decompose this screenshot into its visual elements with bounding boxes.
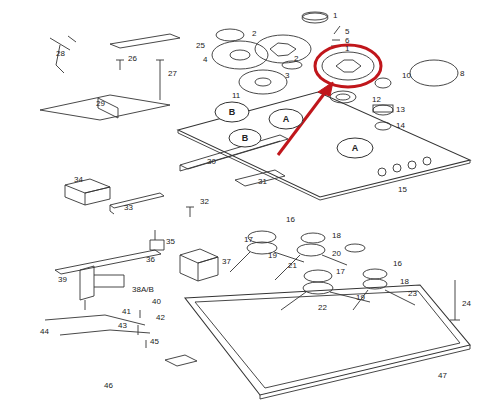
callout-number: 1 <box>333 12 337 20</box>
callout-number: 32 <box>200 198 209 206</box>
callout-number: 25 <box>196 42 205 50</box>
burner-opening: A <box>336 137 374 159</box>
burner-opening: A <box>268 108 304 130</box>
callout-number: 8 <box>460 70 464 78</box>
callout-number: 19 <box>268 252 277 260</box>
callout-number: 12 <box>372 96 381 104</box>
callout-number: 15 <box>398 186 407 194</box>
burner-letter: A <box>352 143 359 153</box>
callout-number: 28 <box>56 50 65 58</box>
callout-number: 1 <box>345 45 349 53</box>
callout-number: 29 <box>96 100 105 108</box>
callout-number: 18 <box>400 278 409 286</box>
callout-number: 22 <box>318 304 327 312</box>
callout-number: 43 <box>118 322 127 330</box>
burner-letter: B <box>242 133 249 143</box>
callout-number: 13 <box>396 106 405 114</box>
callout-number: 21 <box>288 262 297 270</box>
callout-number: 46 <box>104 382 113 390</box>
callout-number: 37 <box>222 258 231 266</box>
callout-number: 31 <box>258 178 267 186</box>
callout-number: 24 <box>462 300 471 308</box>
burner-letter: A <box>283 114 290 124</box>
callout-number: 45 <box>150 338 159 346</box>
callout-number: 47 <box>438 372 447 380</box>
callout-number: 14 <box>396 122 405 130</box>
callout-number: 33 <box>124 204 133 212</box>
callout-number: 3 <box>285 72 289 80</box>
callout-number: 27 <box>168 70 177 78</box>
callout-number: 35 <box>166 238 175 246</box>
callout-number: 5 <box>345 28 349 36</box>
callout-number: 39 <box>58 276 67 284</box>
callout-number: 44 <box>40 328 49 336</box>
callout-number: 11 <box>232 92 240 100</box>
callout-number: 41 <box>122 308 131 316</box>
burner-opening: B <box>228 128 262 148</box>
callout-number: 20 <box>332 250 341 258</box>
callout-number: 36 <box>146 256 155 264</box>
callout-number: 18 <box>332 232 341 240</box>
callout-number: 19 <box>356 294 365 302</box>
callout-number: 23 <box>408 290 417 298</box>
callout-number: 40 <box>152 298 161 306</box>
callout-number: 26 <box>128 55 137 63</box>
callout-number: 17 <box>336 268 345 276</box>
callout-number: 16 <box>393 260 402 268</box>
burner-opening: B <box>214 101 250 123</box>
callout-number: 38A/B <box>132 286 154 294</box>
burner-letter: B <box>229 107 236 117</box>
callout-number: 42 <box>156 314 165 322</box>
callout-number: 10 <box>402 72 411 80</box>
callout-number: 6 <box>345 37 349 45</box>
callout-number: 4 <box>203 56 207 64</box>
callout-number: 2 <box>252 30 256 38</box>
callout-number: 16 <box>286 216 295 224</box>
callout-number: 17 <box>244 236 253 244</box>
callout-number: 30 <box>207 158 216 166</box>
callout-number: 2 <box>294 55 298 63</box>
callout-number: 34 <box>74 176 83 184</box>
